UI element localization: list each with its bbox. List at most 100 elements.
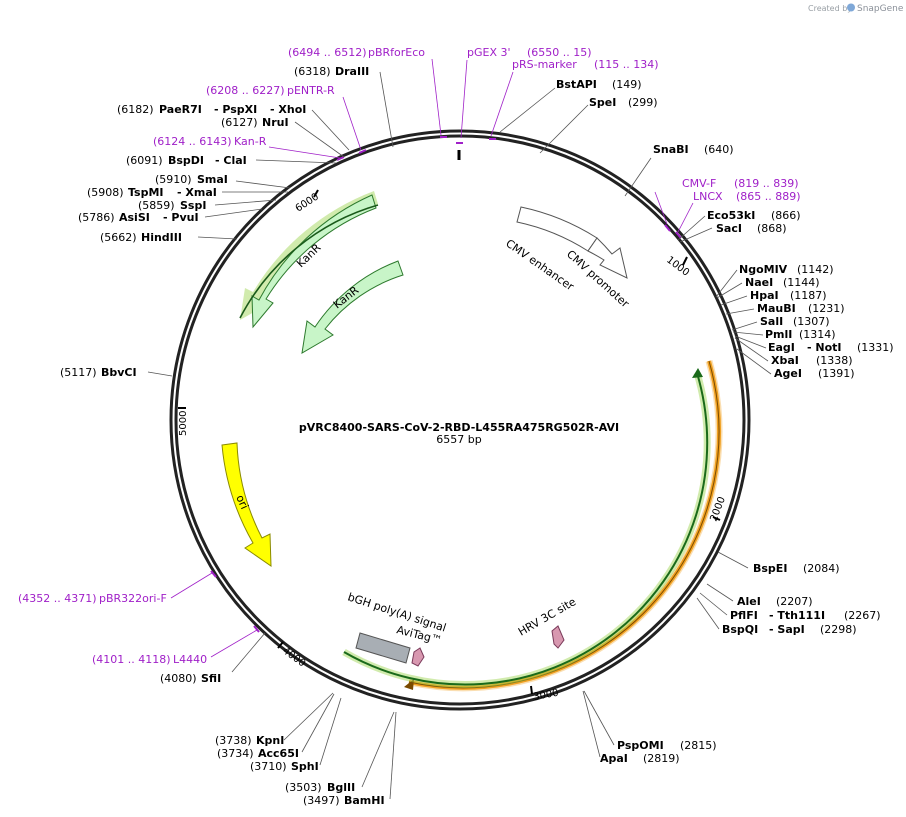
cmvf-range: (819 .. 839)	[734, 177, 799, 190]
bspqi-name2: - SapI	[769, 623, 805, 636]
maubi-pos: (1231)	[808, 302, 845, 315]
snabi-pos: (640)	[704, 143, 734, 156]
lncx-range: (865 .. 889)	[736, 190, 801, 203]
sali-name: SalI	[760, 315, 783, 328]
paer7i-name: PaeR7I	[159, 103, 202, 116]
bstapi-name: BstAPI	[556, 78, 597, 91]
hindiii-pos: (5662)	[100, 231, 137, 244]
cds-orange-arc[interactable]	[404, 360, 723, 692]
bspqi-name: BspQI	[722, 623, 758, 636]
pflfi-name: PflFI	[730, 609, 758, 622]
asisi-pos: (5786)	[78, 211, 115, 224]
plasmid-name: pVRC8400-SARS-CoV-2-RBD-L455RA475RG502R-…	[299, 421, 619, 434]
hindiii-name: HindIII	[141, 231, 182, 244]
draiii-name: DraIII	[335, 65, 369, 78]
bgh-feature[interactable]	[355, 632, 411, 664]
pentrr-range: (6208 .. 6227)	[206, 84, 285, 97]
agei-pos: (1391)	[818, 367, 855, 380]
cmv-promoter-feature[interactable]	[587, 237, 628, 279]
paer7i-name2: - PspXI	[214, 103, 257, 116]
snabi-name: SnaBI	[653, 143, 689, 156]
smai-pos: (5910)	[155, 173, 192, 186]
enzyme-labels: (6318) DraIII (6182) PaeR7I - PspXI - Xh…	[60, 65, 894, 807]
naei-name: NaeI	[745, 276, 773, 289]
eagi-name2: - NotI	[807, 341, 842, 354]
smai-name: SmaI	[197, 173, 228, 186]
alei-pos: (2207)	[776, 595, 813, 608]
backbone	[169, 129, 751, 711]
pmli-name: PmlI	[765, 328, 792, 341]
pmli-pos: (1314)	[799, 328, 836, 341]
bglii-name: BglII	[327, 781, 355, 794]
l4440-name: L4440	[173, 653, 207, 666]
kanr-feature-inner[interactable]	[301, 260, 404, 354]
prsmarker-range: (115 .. 134)	[594, 58, 659, 71]
pgex3-range: (6550 .. 15)	[527, 46, 592, 59]
acc65i-name: Acc65I	[258, 747, 299, 760]
naei-pos: (1144)	[783, 276, 820, 289]
nrui-pos: (6127)	[221, 116, 258, 129]
lncx-name: LNCX	[693, 190, 723, 203]
eco53ki-pos: (866)	[771, 209, 801, 222]
bglii-pos: (3503)	[285, 781, 322, 794]
ori-feature[interactable]	[221, 442, 272, 567]
hrv3c-label: HRV 3C site	[516, 595, 578, 639]
apai-pos: (2819)	[643, 752, 680, 765]
bspqi-pos: (2298)	[820, 623, 857, 636]
paer7i-name3: - XhoI	[270, 103, 306, 116]
pgex3-name: pGEX 3'	[467, 46, 511, 59]
primer-labels: (6494 .. 6512) pBRforEco pGEX 3' (6550 .…	[18, 46, 801, 666]
primer-leaders	[170, 58, 694, 658]
snapgene-logo-icon	[847, 3, 855, 12]
pspomi-name: PspOMI	[617, 739, 664, 752]
asisi-name2: - PvuI	[163, 211, 199, 224]
plasmid-size: 6557 bp	[436, 433, 481, 446]
sspi-name: SspI	[180, 199, 206, 212]
kanr-primer-range: (6124 .. 6143)	[153, 135, 232, 148]
bbvci-pos: (5117)	[60, 366, 97, 379]
tspmi-name2: - XmaI	[177, 186, 217, 199]
hpai-name: HpaI	[750, 289, 779, 302]
hrv3c-feature[interactable]	[551, 625, 565, 649]
sali-pos: (1307)	[793, 315, 830, 328]
cmv-enhancer-label: CMV enhancer	[503, 237, 576, 294]
eagi-name: EagI	[768, 341, 795, 354]
pbrforeco-range: (6494 .. 6512)	[288, 46, 367, 59]
primer-marks	[210, 136, 682, 633]
tspmi-pos: (5908)	[87, 186, 124, 199]
spei-name: SpeI	[589, 96, 616, 109]
bspei-pos: (2084)	[803, 562, 840, 575]
xbai-name: XbaI	[771, 354, 799, 367]
prsmarker-name: pRS-marker	[512, 58, 577, 71]
kanr-feature-outer[interactable]	[239, 191, 379, 329]
tick-3000: 3000	[533, 688, 560, 703]
pbrforeco-name: pBRforEco	[368, 46, 425, 59]
ori-label: ori	[233, 493, 251, 511]
saci-name: SacI	[716, 222, 742, 235]
sspi-pos: (5859)	[138, 199, 175, 212]
pbr322ori-name: pBR322ori-F	[99, 592, 167, 605]
cds-green-arc[interactable]	[342, 368, 711, 689]
pflfi-name2: - Tth111I	[769, 609, 825, 622]
xbai-pos: (1338)	[816, 354, 853, 367]
kpni-pos: (3738)	[215, 734, 252, 747]
spei-pos: (299)	[628, 96, 658, 109]
asisi-name: AsiSI	[119, 211, 150, 224]
bspdi-pos: (6091)	[126, 154, 163, 167]
bbvci-name: BbvCI	[101, 366, 137, 379]
credit-prefix: Created by	[808, 4, 852, 13]
sfii-pos: (4080)	[160, 672, 197, 685]
tspmi-name: TspMI	[128, 186, 164, 199]
bamhi-name: BamHI	[344, 794, 385, 807]
avitag-feature[interactable]	[411, 647, 425, 667]
bstapi-pos: (149)	[612, 78, 642, 91]
ngomiv-pos: (1142)	[797, 263, 834, 276]
paer7i-pos: (6182)	[117, 103, 154, 116]
tick-6000: 6000	[294, 191, 321, 214]
ngomiv-name: NgoMIV	[739, 263, 788, 276]
bspdi-name: BspDI	[168, 154, 204, 167]
eagi-pos: (1331)	[857, 341, 894, 354]
maubi-name: MauBI	[757, 302, 796, 315]
cmv-enhancer-feature[interactable]	[516, 206, 598, 252]
